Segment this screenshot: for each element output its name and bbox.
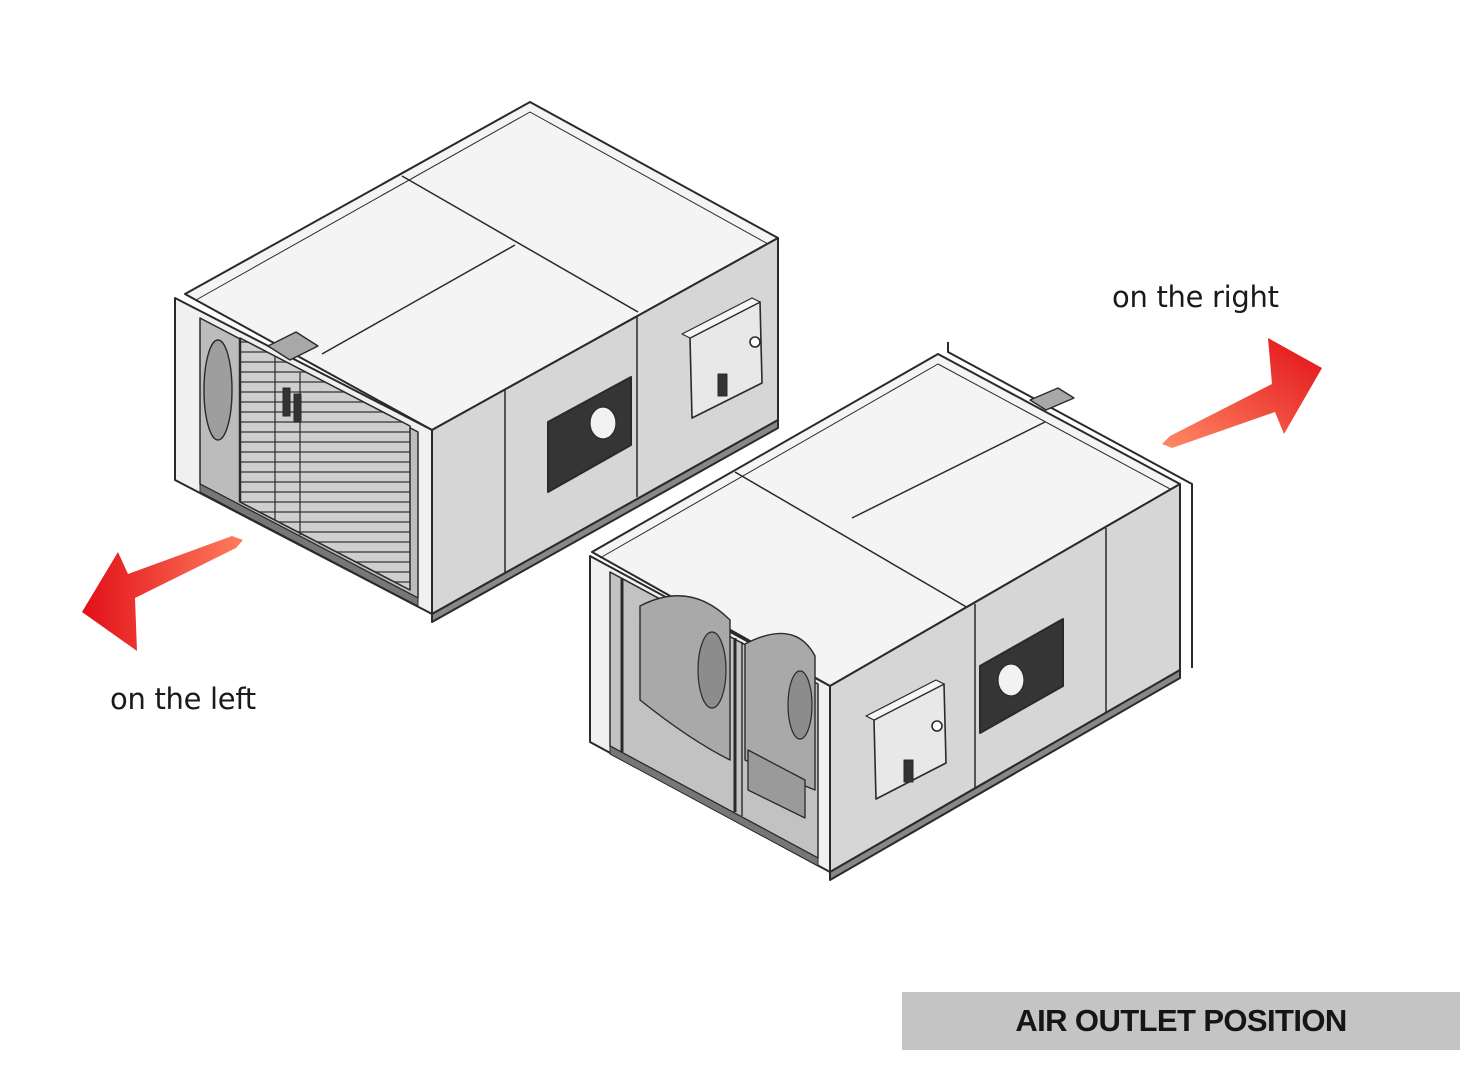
arrow-right-up-icon: [1162, 338, 1322, 448]
label-on-the-right: on the right: [1112, 280, 1279, 314]
label-on-the-left: on the left: [110, 682, 256, 716]
unit-left: [174, 101, 779, 623]
arrow-left-down-icon: [82, 536, 243, 651]
diagram-title: AIR OUTLET POSITION: [1015, 1003, 1347, 1038]
unit-left-plate: [547, 376, 632, 493]
unit-right: [589, 342, 1193, 881]
title-bar: AIR OUTLET POSITION: [902, 992, 1460, 1050]
title-bar-bg: [902, 992, 1460, 1050]
